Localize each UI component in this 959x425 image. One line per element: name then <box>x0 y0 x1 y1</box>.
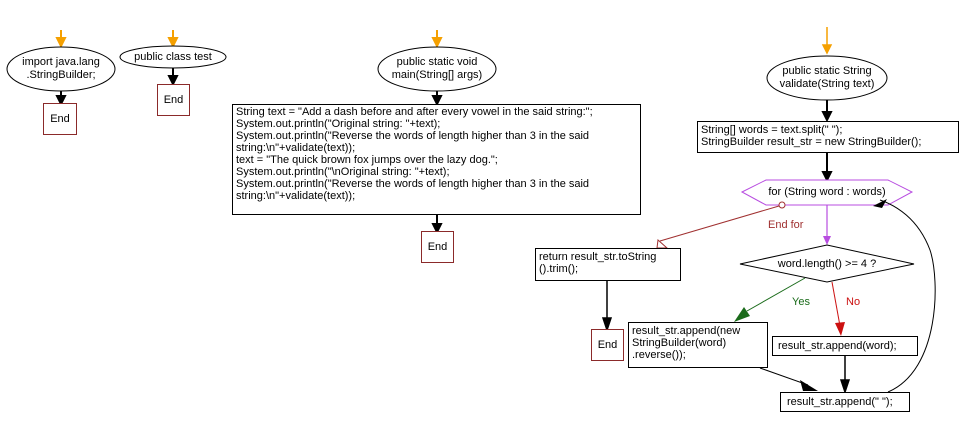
loop-arrow-icon <box>823 236 831 245</box>
code-line: System.out.println("\nOriginal string: "… <box>236 166 450 178</box>
flow-arrow-icon <box>800 380 818 391</box>
validate-init-node: String[] words = text.split(" "); String… <box>697 121 959 153</box>
yes-arrow-icon <box>734 307 750 322</box>
loop-back-arrow-icon <box>873 199 887 208</box>
main-start-label: public static void main(String[] args) <box>378 56 496 82</box>
flow-arrow-icon <box>55 91 67 107</box>
code-line: result_str.append(" "); <box>787 396 893 408</box>
end-for-arrow-icon <box>656 238 669 249</box>
import-end-node: End <box>43 103 77 135</box>
end-label: End <box>427 241 448 253</box>
start-line: public static void <box>396 56 478 68</box>
flow-arrow-icon <box>601 281 613 333</box>
no-label: No <box>846 296 861 308</box>
no-arrow-icon <box>835 322 845 336</box>
yes-label: Yes <box>792 296 810 308</box>
start-line: public static String <box>782 65 872 77</box>
start-line: import java.lang <box>22 56 100 68</box>
flow-arrow-icon <box>839 355 851 395</box>
flow-arrow-icon <box>821 153 833 183</box>
code-line: System.out.println("Reverse the words of… <box>236 130 590 142</box>
code-line: System.out.println("Reverse the words of… <box>236 178 590 190</box>
code-line: System.out.println("Original string: "+t… <box>236 118 441 130</box>
code-line: text = "The quick brown fox jumps over t… <box>236 154 498 166</box>
start-arrow-icon <box>55 30 67 49</box>
end-label: End <box>163 94 184 106</box>
validate-flow <box>601 27 936 395</box>
end-for-marker-icon <box>778 201 786 209</box>
flow-arrow-icon <box>821 100 833 123</box>
loop-node <box>740 179 914 206</box>
return-node: return result_str.toString ().trim(); <box>535 248 681 281</box>
flow-arrow-icon <box>431 91 443 107</box>
code-line: String[] words = text.split(" "); <box>701 124 843 136</box>
no-append-node: result_str.append(word); <box>772 336 918 356</box>
end-for-label: End for <box>768 219 804 231</box>
main-end-node: End <box>421 231 454 263</box>
import-flow <box>6 30 116 107</box>
code-line: result_str.append(new <box>632 325 741 337</box>
validate-end-node: End <box>591 329 624 361</box>
class-end-node: End <box>157 84 190 116</box>
main-flow <box>377 30 497 235</box>
start-arrow-icon <box>167 30 179 49</box>
code-line: result_str.append(word); <box>778 340 897 352</box>
code-line: string:\n"+validate(text)); <box>236 190 356 202</box>
start-line: .StringBuilder; <box>26 69 96 81</box>
start-line: validate(String text) <box>779 78 875 90</box>
code-line: ().trim(); <box>539 263 579 275</box>
start-arrow-icon <box>431 30 443 49</box>
condition-node <box>739 244 915 283</box>
code-line: return result_str.toString <box>539 251 657 263</box>
import-start-label: import java.lang .StringBuilder; <box>10 56 112 82</box>
end-label: End <box>50 113 70 125</box>
class-start-label: public class test <box>134 51 212 63</box>
code-line: String text = "Add a dash before and aft… <box>236 106 593 118</box>
main-process-node: String text = "Add a dash before and aft… <box>232 104 641 215</box>
class-flow <box>119 30 227 87</box>
start-arrow-icon <box>821 27 833 55</box>
start-line: main(String[] args) <box>391 69 483 81</box>
validate-start-label: public static String validate(String tex… <box>767 65 887 91</box>
condition-label: word.length() >= 4 ? <box>777 258 877 270</box>
flow-arrow-icon <box>167 68 179 87</box>
code-line: StringBuilder(word) <box>632 337 727 349</box>
loop-label: for (String word : words) <box>768 186 886 198</box>
yes-append-node: result_str.append(new StringBuilder(word… <box>628 322 768 368</box>
end-label: End <box>597 339 618 351</box>
code-line: .reverse()); <box>632 349 686 361</box>
append-space-node: result_str.append(" "); <box>780 392 910 412</box>
code-line: string:\n"+validate(text)); <box>236 142 356 154</box>
code-line: StringBuilder result_str = new StringBui… <box>701 136 922 148</box>
flow-arrow-icon <box>431 214 443 235</box>
